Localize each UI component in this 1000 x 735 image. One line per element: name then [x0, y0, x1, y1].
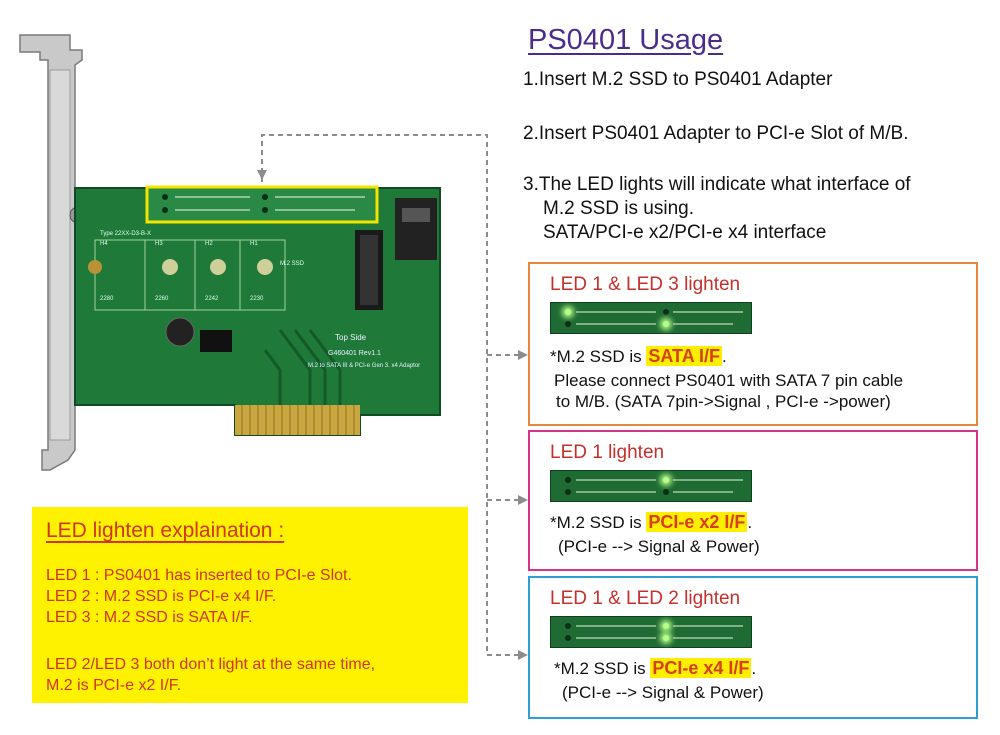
silk-top-side: Top Side — [335, 333, 367, 342]
x4-message: *M.2 SSD is PCI-e x4 I/F. — [554, 658, 756, 679]
page-title: PS0401 Usage — [528, 24, 724, 56]
led-strip-x4 — [550, 616, 752, 648]
silk-m2: M.2 SSD — [280, 261, 305, 267]
step-3-sub1: M.2 SSD is using. — [543, 198, 694, 219]
size-label-2280: 2280 — [100, 296, 114, 302]
x2-message: *M.2 SSD is PCI-e x2 I/F. — [550, 512, 752, 533]
hole-label-h4: H4 — [100, 241, 108, 247]
led-2-on — [663, 635, 669, 641]
silk-desc: M.2 to SATA III & PCI-e Gen 3. x4 Adapto… — [308, 363, 420, 369]
led-strip-sata — [550, 302, 752, 334]
led-explanation-panel: LED lighten explaination : LED 1 : PS040… — [32, 507, 468, 703]
size-label-2260: 2260 — [155, 296, 169, 302]
gold-fingers — [235, 405, 360, 435]
led1-led3-box: LED 1 & LED 3 lighten *M.2 SSD is SATA I… — [528, 262, 978, 426]
step-3-text: 3.The LED lights will indicate what inte… — [523, 174, 911, 195]
x2-highlight: PCI-e x2 I/F — [646, 512, 748, 532]
led-1-on — [565, 309, 571, 315]
explain-title: LED lighten explaination : — [46, 519, 285, 542]
led-strip-x2 — [550, 470, 752, 502]
sata-line2: Please connect PS0401 with SATA 7 pin ca… — [554, 371, 904, 390]
led1-led2-heading: LED 1 & LED 2 lighten — [550, 588, 741, 609]
explain-line-3: LED 3 : M.2 SSD is SATA I/F. — [46, 609, 253, 626]
hole-label-h2: H2 — [205, 241, 213, 247]
led-1-on — [663, 477, 669, 483]
led1-led2-box: LED 1 & LED 2 lighten *M.2 SSD is PCI-e … — [528, 576, 978, 719]
hole-label-h3: H3 — [155, 241, 163, 247]
msg-suffix: . — [747, 513, 753, 532]
led1-box: LED 1 lighten *M.2 SSD is PCI-e x2 I/F. … — [528, 430, 978, 571]
led1-led3-heading: LED 1 & LED 3 lighten — [550, 274, 741, 295]
led-3-on — [663, 321, 669, 327]
step-1: 1.Insert M.2 SSD to PS0401 Adapter — [523, 69, 833, 90]
explain-line-2: LED 2 : M.2 SSD is PCI-e x4 I/F. — [46, 588, 277, 605]
size-label-2230: 2230 — [250, 296, 264, 302]
size-label-2242: 2242 — [205, 296, 219, 302]
explain-line-1: LED 1 : PS0401 has inserted to PCI-e Slo… — [46, 567, 352, 584]
led-area-highlight — [145, 185, 379, 224]
msg-prefix: *M.2 SSD is — [554, 659, 651, 678]
step-3-sub2: SATA/PCI-e x2/PCI-e x4 interface — [543, 222, 827, 243]
msg-prefix: *M.2 SSD is — [550, 513, 647, 532]
sata-highlight: SATA I/F — [646, 346, 723, 366]
pcb-led-row — [162, 194, 365, 213]
x4-line2: (PCI-e --> Signal & Power) — [562, 683, 764, 702]
sata-message: *M.2 SSD is SATA I/F. — [550, 346, 727, 367]
msg-suffix: . — [722, 347, 727, 366]
step-2: 2.Insert PS0401 Adapter to PCI-e Slot of… — [523, 123, 909, 144]
led-2-off — [565, 321, 571, 327]
step-3: 3.The LED lights will indicate what inte… — [523, 173, 911, 245]
silk-model: G460401 Rev1.1 — [328, 350, 381, 357]
silk-type: Type 22XX-D3-B-X — [100, 231, 151, 237]
explain-line-5: M.2 is PCI-e x2 I/F. — [46, 677, 182, 694]
sata-line3: to M/B. (SATA 7pin->Signal , PCI-e ->pow… — [556, 392, 891, 411]
x2-line2: (PCI-e --> Signal & Power) — [558, 537, 760, 556]
pcie-adapter-card-photo: H4 H3 H2 H1 2280 2260 2242 2230 M.2 SSD … — [19, 34, 441, 471]
explain-line-4: LED 2/LED 3 both don’t light at the same… — [46, 656, 376, 673]
led-1-on — [663, 623, 669, 629]
msg-prefix: *M.2 SSD is — [550, 347, 647, 366]
led1-heading: LED 1 lighten — [550, 442, 665, 463]
msg-suffix: . — [751, 659, 757, 678]
hole-label-h1: H1 — [250, 241, 258, 247]
x4-highlight: PCI-e x4 I/F — [650, 658, 752, 678]
led-3-off — [663, 309, 669, 315]
